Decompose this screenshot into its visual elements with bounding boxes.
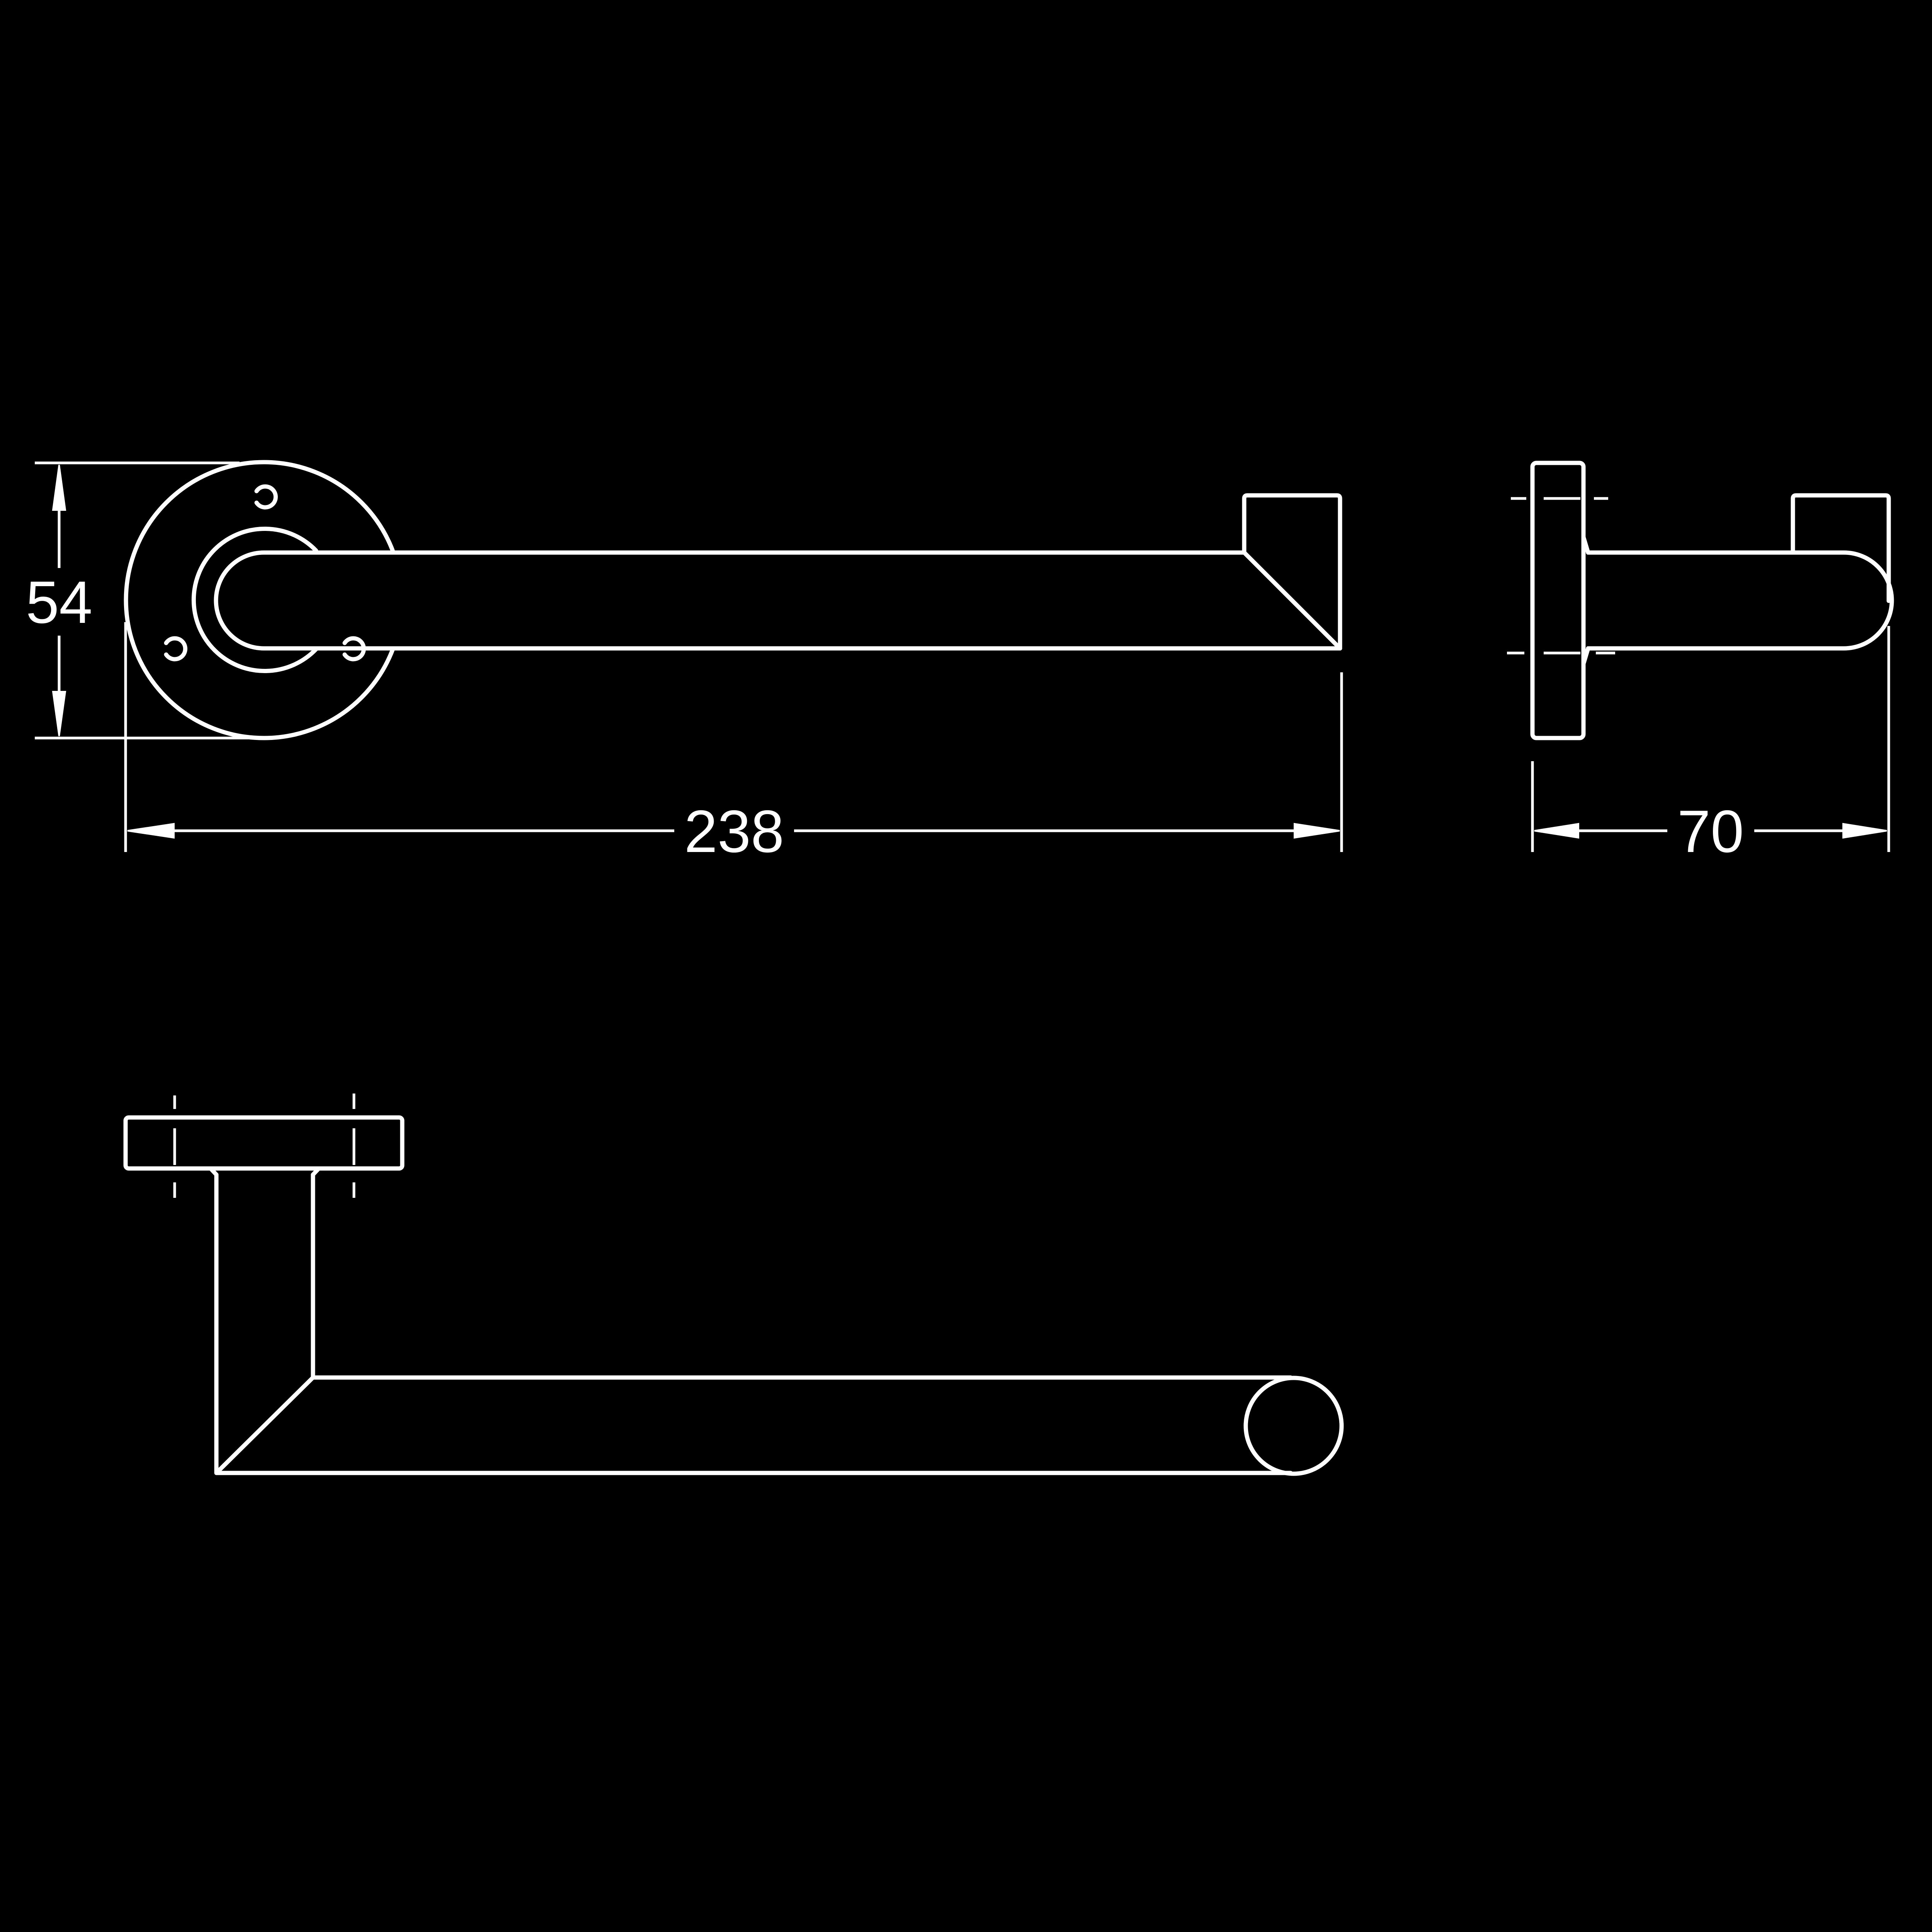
lever-arm-side: [1586, 550, 1894, 651]
lever-arm-front: [214, 550, 1342, 651]
neck-ring-outer: [191, 527, 318, 673]
length-label: 238: [684, 798, 784, 865]
height-arrow-top: [52, 464, 66, 511]
screw-centerlines-side: [1507, 497, 1615, 655]
length-dimension: 238: [124, 622, 1343, 865]
front-view: [124, 460, 1342, 740]
height-label: 54: [26, 569, 92, 636]
projection-label: 70: [1677, 798, 1744, 865]
screw-hole-lower-left: [164, 636, 187, 662]
screw-centerlines-top: [173, 1094, 355, 1198]
side-view: [1507, 461, 1894, 740]
lever-end-block: [1242, 493, 1342, 651]
height-arrow-bottom: [52, 691, 66, 736]
projection-dimension: 70: [1531, 626, 1890, 865]
rosette-top: [123, 1115, 405, 1171]
lever-top: [214, 1172, 1293, 1475]
length-arrow-right: [1294, 823, 1340, 839]
height-dimension: 54: [23, 461, 251, 740]
lever-end-side: [1791, 493, 1891, 603]
lever-end-circle: [1243, 1376, 1344, 1476]
projection-arrow-right: [1842, 823, 1887, 839]
projection-arrow-left: [1534, 823, 1579, 839]
length-arrow-left: [127, 823, 175, 839]
screw-hole-top: [254, 484, 278, 510]
screw-hole-lower-right: [342, 636, 366, 662]
rosette-side: [1530, 461, 1586, 740]
top-view: [123, 1094, 1344, 1476]
